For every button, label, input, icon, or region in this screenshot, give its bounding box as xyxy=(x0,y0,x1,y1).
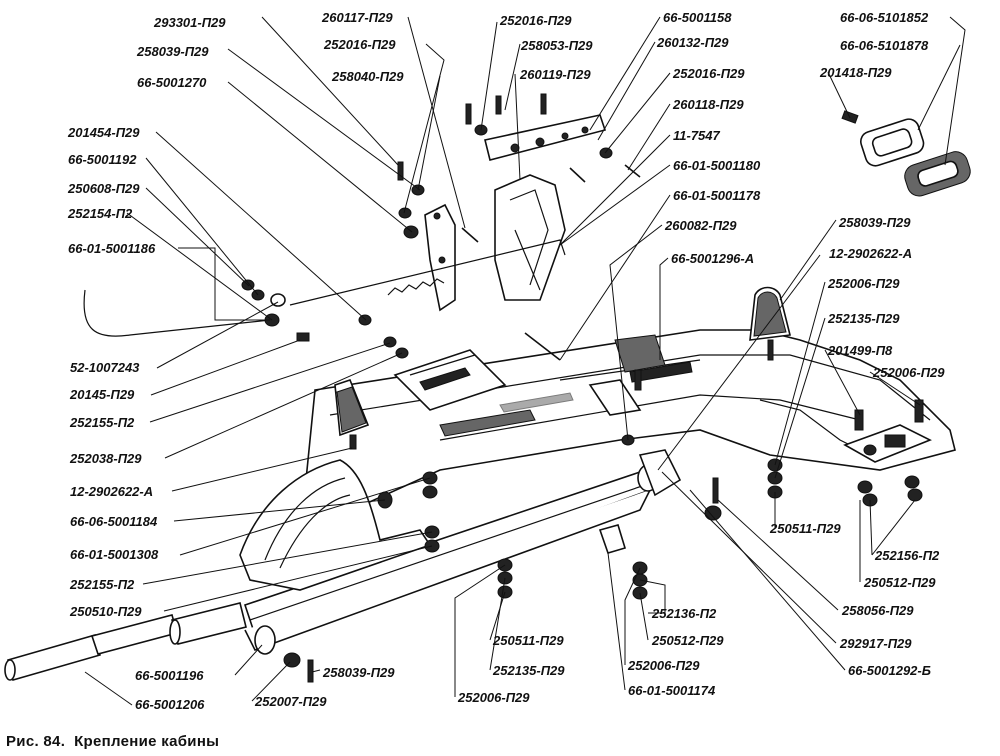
label-201454-p29: 201454-П29 xyxy=(67,125,140,140)
label-66-01-5001178: 66-01-5001178 xyxy=(673,188,761,203)
label-250512-p29-mid: 250512-П29 xyxy=(651,633,724,648)
front-tube xyxy=(4,602,247,681)
label-252016-p29-b: 252016-П29 xyxy=(499,13,572,28)
label-260132-p29: 260132-П29 xyxy=(656,35,729,50)
label-252156-p2: 252156-П2 xyxy=(874,548,940,563)
label-66-5001206: 66-5001206 xyxy=(135,697,205,712)
figure-title: Крепление кабины xyxy=(74,733,220,750)
label-252135-p29-right: 252135-П29 xyxy=(827,311,900,326)
hinge-lever xyxy=(494,174,566,301)
right-rubber-buffer xyxy=(749,286,791,361)
figure-number: Рис. 84. xyxy=(6,733,66,750)
label-12-2902622-a-left: 12-2902622-А xyxy=(70,484,153,499)
label-252038-p29: 252038-П29 xyxy=(69,451,142,466)
label-258040-p29: 258040-П29 xyxy=(331,69,404,84)
label-52-1007243: 52-1007243 xyxy=(70,360,140,375)
label-66-5001270: 66-5001270 xyxy=(137,75,207,90)
label-260117-p29: 260117-П29 xyxy=(321,10,393,25)
label-252135-p29-mid: 252135-П29 xyxy=(492,663,565,678)
label-66-01-5001186: 66-01-5001186 xyxy=(68,241,156,256)
part-number-labels: 293301-П29 258039-П29 66-5001270 201454-… xyxy=(67,10,945,712)
label-66-5001296-a: 66-5001296-А xyxy=(671,251,754,266)
label-252136-p2: 252136-П2 xyxy=(651,606,717,621)
label-260082-p29: 260082-П29 xyxy=(664,218,737,233)
hinge-arm xyxy=(424,203,456,312)
label-292917-p29: 292917-П29 xyxy=(839,636,912,651)
label-258056-p29: 258056-П29 xyxy=(841,603,914,618)
label-250608-p29: 250608-П29 xyxy=(67,181,140,196)
lower-frame-rail xyxy=(243,464,659,655)
gaskets xyxy=(860,118,971,197)
label-201499-p8: 201499-П8 xyxy=(827,343,893,358)
label-252155-p2-left: 252155-П2 xyxy=(69,415,135,430)
label-66-01-5001308: 66-01-5001308 xyxy=(70,547,159,562)
label-66-5001158: 66-5001158 xyxy=(663,10,732,25)
label-252006-p29-a: 252006-П29 xyxy=(827,276,900,291)
label-293301-p29: 293301-П29 xyxy=(153,15,226,30)
label-252007-p29: 252007-П29 xyxy=(254,694,327,709)
label-11-7547: 11-7547 xyxy=(673,128,721,143)
label-66-5001192: 66-5001192 xyxy=(68,152,137,167)
label-258039-p29-right: 258039-П29 xyxy=(838,215,911,230)
right-bracket xyxy=(843,399,932,463)
label-252155-p2-lower: 252155-П2 xyxy=(69,577,135,592)
label-250512-p29-right: 250512-П29 xyxy=(863,575,936,590)
leader-lines xyxy=(84,16,966,706)
label-252016-p29-a: 252016-П29 xyxy=(323,37,396,52)
assembly-drawing xyxy=(4,93,971,683)
mid-rubber-pad xyxy=(614,334,666,391)
label-250511-p29-right: 250511-П29 xyxy=(769,521,841,536)
label-250511-p29-mid: 250511-П29 xyxy=(492,633,564,648)
label-66-01-5001174: 66-01-5001174 xyxy=(628,683,716,698)
label-258039-p29-bottom: 258039-П29 xyxy=(322,665,395,680)
label-12-2902622-a-right: 12-2902622-А xyxy=(829,246,912,261)
label-66-5001196: 66-5001196 xyxy=(135,668,204,683)
label-252006-p29-mid: 252006-П29 xyxy=(457,690,530,705)
label-66-01-5001180: 66-01-5001180 xyxy=(673,158,761,173)
label-252006-p29-b: 252006-П29 xyxy=(872,365,945,380)
label-252006-p29-low: 252006-П29 xyxy=(627,658,700,673)
label-250510-p29: 250510-П29 xyxy=(69,604,142,619)
label-258039-p29-top: 258039-П29 xyxy=(136,44,209,59)
label-66-06-5101878: 66-06-5101878 xyxy=(840,38,929,53)
label-260119-p29: 260119-П29 xyxy=(519,67,591,82)
label-260118-p29: 260118-П29 xyxy=(672,97,744,112)
figure-caption: Рис. 84. Крепление кабины xyxy=(6,733,219,750)
label-258053-p29: 258053-П29 xyxy=(520,38,593,53)
left-rubber-buffer xyxy=(334,379,370,450)
label-66-06-5101852: 66-06-5101852 xyxy=(840,10,929,25)
label-201418-p29: 201418-П29 xyxy=(819,65,892,80)
label-252154-p2: 252154-П2 xyxy=(67,206,133,221)
hinge-plate-upper xyxy=(484,114,607,161)
label-66-06-5001184: 66-06-5001184 xyxy=(70,514,158,529)
label-66-5001292-b: 66-5001292-Б xyxy=(848,663,931,678)
spring-rod xyxy=(83,239,566,337)
label-252016-p29-c: 252016-П29 xyxy=(672,66,745,81)
left-mounting-plate xyxy=(393,349,507,411)
label-20145-p29: 20145-П29 xyxy=(69,387,135,402)
